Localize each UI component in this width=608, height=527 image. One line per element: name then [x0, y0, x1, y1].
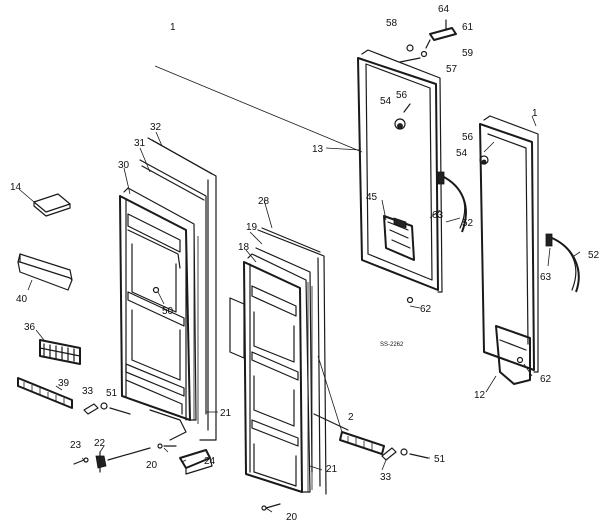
callout-62-right: 62 — [540, 374, 552, 385]
part-20-screw — [261, 503, 281, 511]
callout-52-left: 52 — [462, 218, 474, 229]
callout-50: 50 — [162, 306, 174, 317]
callout-64: 64 — [438, 4, 450, 15]
callout-12: 12 — [474, 390, 486, 401]
callout-23: 23 — [70, 440, 82, 451]
part-22-23-hinge — [73, 447, 151, 473]
callout-18: 18 — [238, 242, 250, 253]
callout-51-right: 51 — [434, 454, 446, 465]
door-panel-13 — [357, 49, 443, 304]
callout-2: 2 — [348, 412, 354, 423]
callout-63-right: 63 — [540, 272, 552, 283]
callout-14: 14 — [10, 182, 22, 193]
callout-39: 39 — [58, 378, 70, 389]
callout-labels: 14 40 36 39 33 51 23 22 20 24 21 30 31 3… — [10, 4, 600, 523]
callout-1: 1 — [532, 108, 538, 119]
callout-61: 61 — [462, 22, 474, 33]
part-24-bracket — [157, 443, 213, 475]
center-door-liner — [229, 227, 327, 495]
handle-52-center — [437, 171, 467, 233]
drawing-code: SS-2262 — [380, 342, 404, 348]
callout-52-right: 52 — [588, 250, 600, 261]
part-39-strip — [17, 377, 73, 409]
callout-32: 32 — [150, 122, 162, 133]
callout-33-right: 33 — [380, 472, 392, 483]
part-40-shelf — [17, 253, 73, 291]
callout-57: 57 — [446, 64, 458, 75]
callout-21-center: 21 — [326, 464, 338, 475]
callout-31: 31 — [134, 138, 146, 149]
callout-63-left: 63 — [432, 210, 444, 221]
callout-56-left: 56 — [396, 90, 408, 101]
handle-52-right — [545, 233, 580, 293]
part-33-51-fasteners — [83, 402, 131, 415]
callout-45: 45 — [366, 192, 378, 203]
top-hinge-parts — [399, 19, 457, 63]
callout-33-left: 33 — [82, 386, 94, 397]
screw-50 — [152, 286, 160, 294]
callout-19: 19 — [246, 222, 258, 233]
callout-24: 24 — [204, 456, 216, 467]
callout-56-right: 56 — [462, 132, 474, 143]
callout-20-left: 20 — [146, 460, 158, 471]
figure-mark: 1 — [170, 22, 176, 33]
callout-22: 22 — [94, 438, 106, 449]
callout-40: 40 — [16, 294, 28, 305]
callout-30: 30 — [118, 160, 130, 171]
callout-13: 13 — [312, 144, 324, 155]
callout-51-left: 51 — [106, 388, 118, 399]
part-14-tray — [33, 193, 71, 217]
callout-62-left: 62 — [420, 304, 432, 315]
callout-58: 58 — [386, 18, 398, 29]
left-door-liner — [119, 137, 217, 441]
part-36-rack — [39, 339, 81, 365]
callout-28: 28 — [258, 196, 270, 207]
leader-lines — [19, 115, 581, 513]
callout-20-bottom: 20 — [286, 512, 298, 523]
part-33-51-right-fasteners — [381, 447, 429, 461]
callout-36: 36 — [24, 322, 36, 333]
callout-59: 59 — [462, 48, 474, 59]
part-2-strip — [313, 413, 385, 455]
door-panel-12 — [479, 115, 539, 385]
callout-21-left: 21 — [220, 408, 232, 419]
callout-54-right: 54 — [456, 148, 468, 159]
callout-54-left: 54 — [380, 96, 392, 107]
leader-line — [154, 65, 363, 153]
